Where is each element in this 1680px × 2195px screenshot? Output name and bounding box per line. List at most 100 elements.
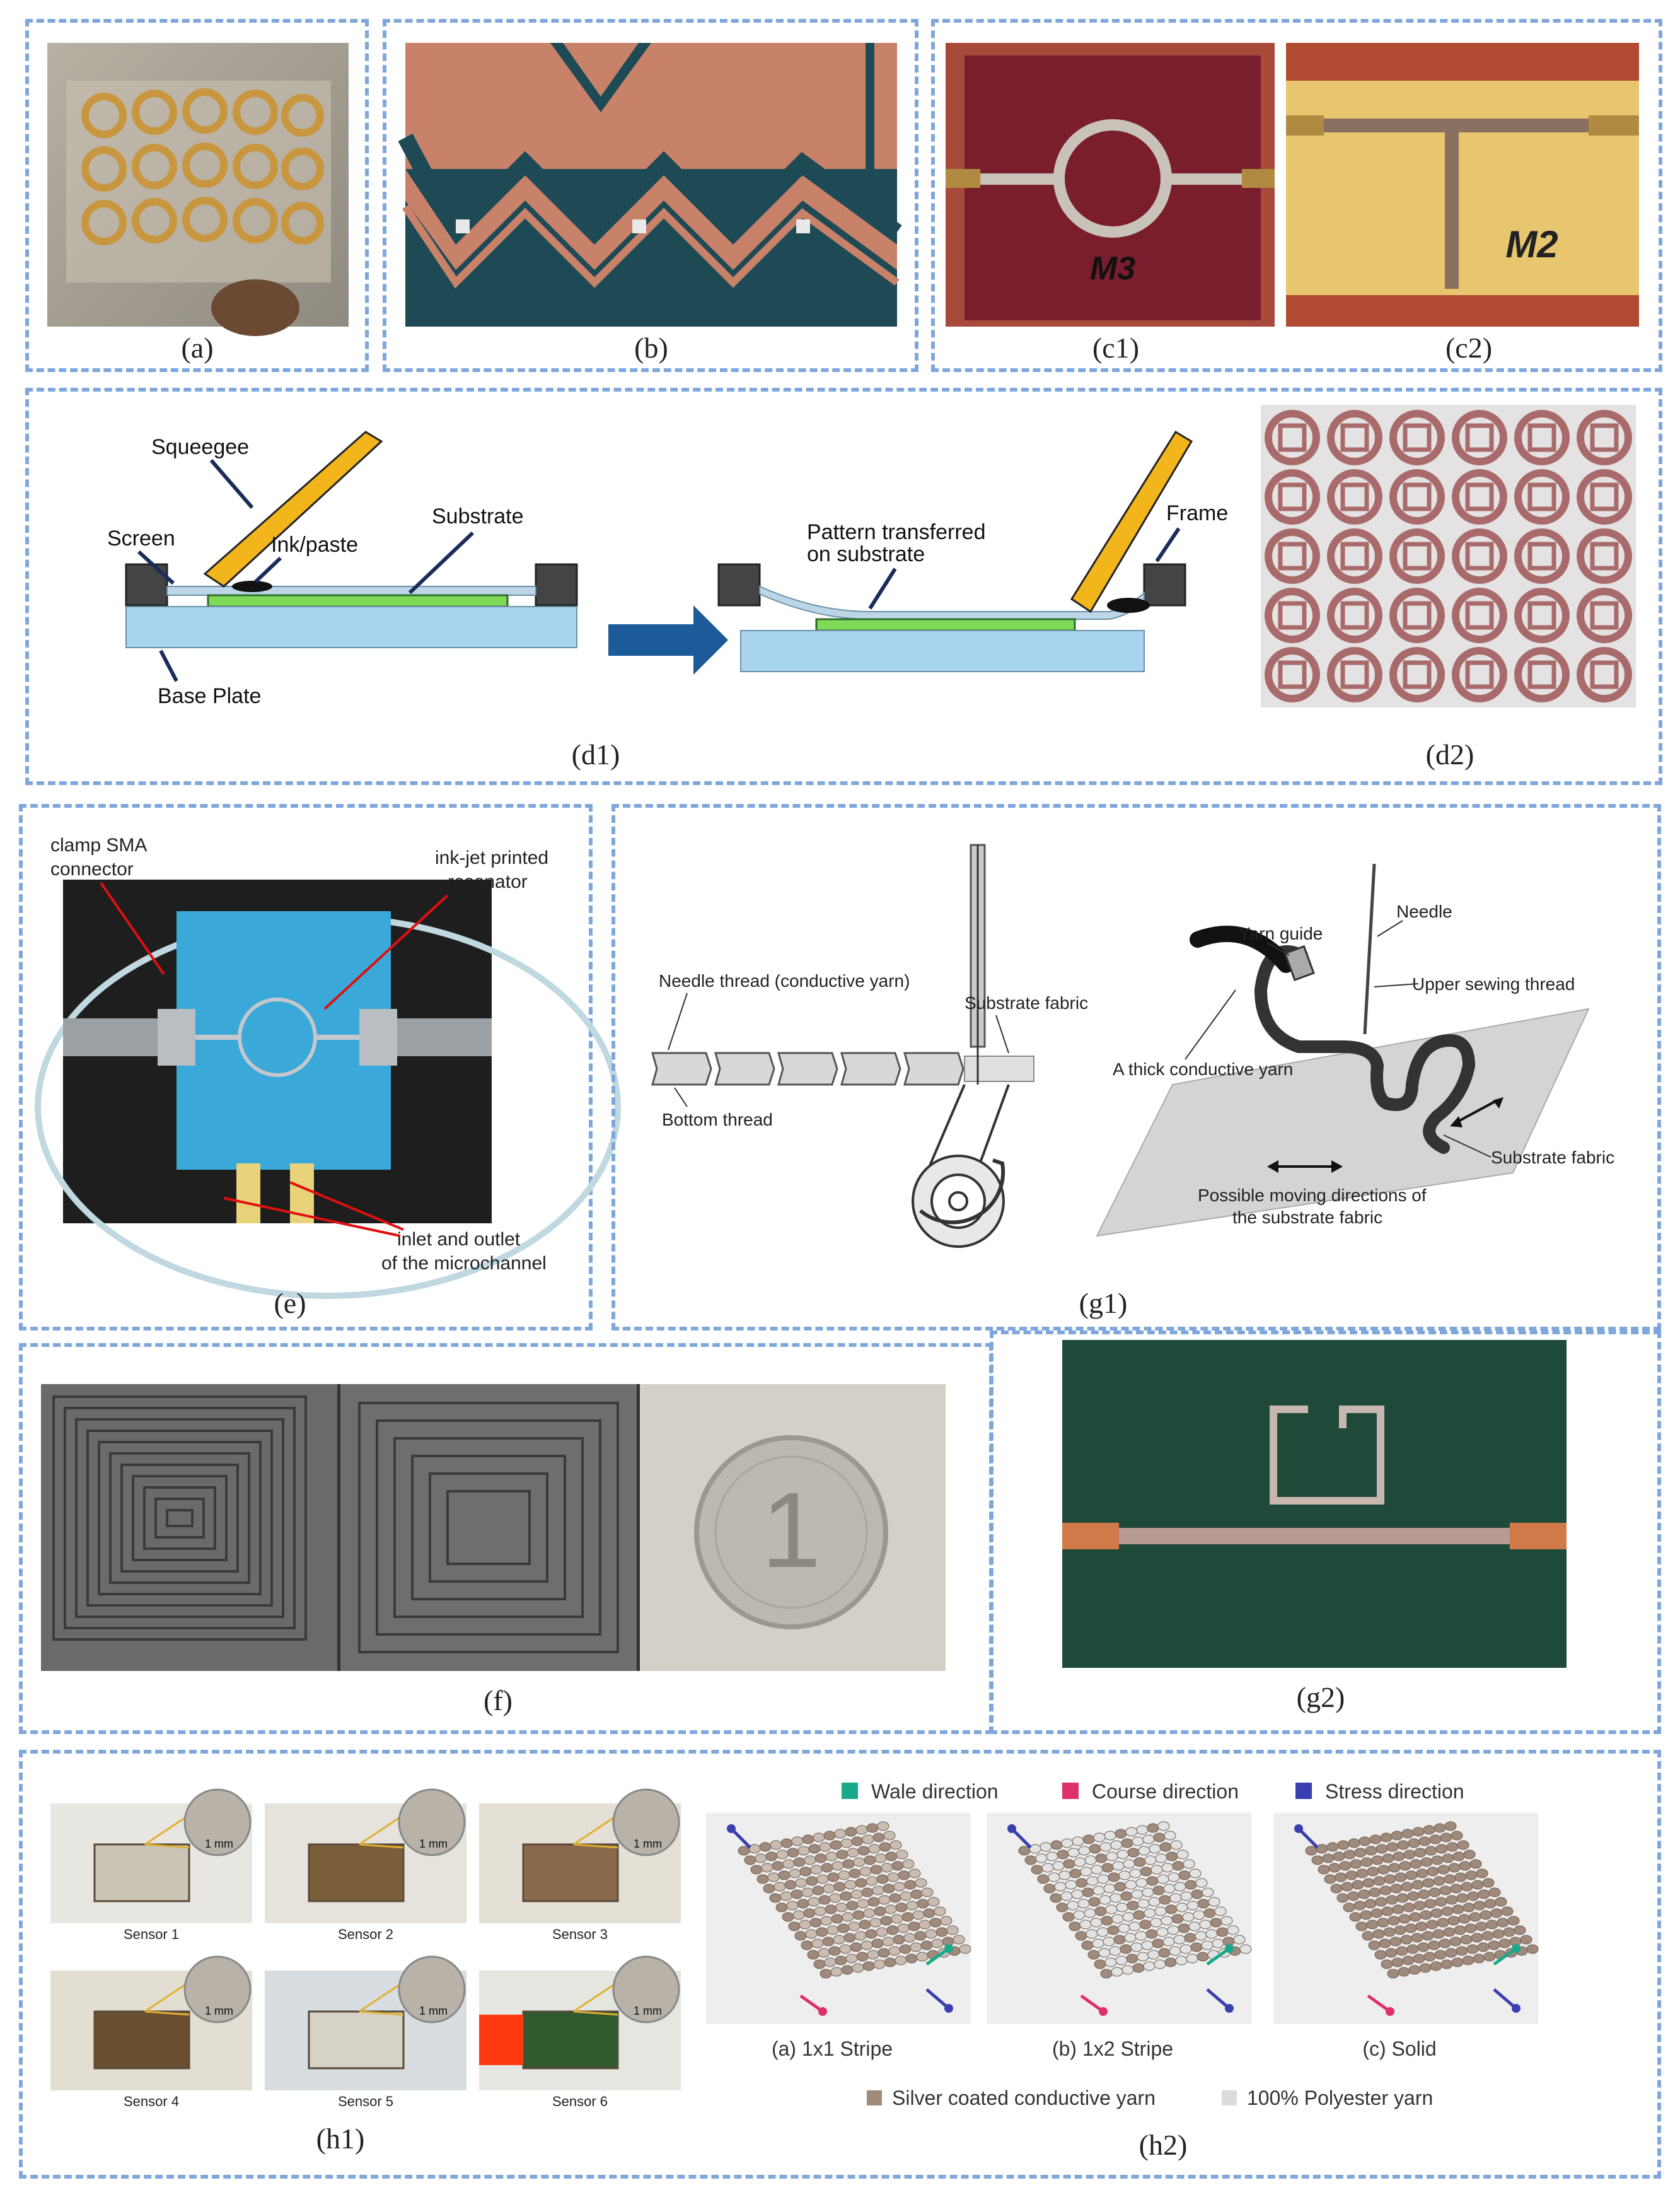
label-screen: Screen: [107, 527, 175, 550]
sensor-label: Sensor 6: [552, 2093, 608, 2109]
printed-square: [1278, 482, 1307, 511]
label-upper-sewing-thread: Upper sewing thread: [1412, 974, 1575, 994]
sensor-patch: [93, 2010, 190, 2070]
printed-square: [1340, 482, 1369, 511]
printed-ring: [1577, 588, 1632, 643]
photo-c1-ring-resonator: M3: [946, 43, 1275, 327]
label-needle: Needle: [1396, 902, 1452, 921]
printed-ring: [1577, 410, 1632, 465]
magnified-inset: [612, 1788, 680, 1856]
printed-square: [1527, 542, 1556, 571]
panel-h: [19, 1750, 1661, 2179]
panel-d: [25, 388, 1662, 785]
sensor-label: Sensor 2: [338, 1926, 393, 1942]
printed-ring: [1389, 469, 1445, 525]
label-inlet-line2: of the microchannel: [381, 1253, 547, 1274]
caption-f: (f): [484, 1684, 513, 1716]
printed-square: [1590, 542, 1619, 571]
coin-numeral: 1: [762, 1470, 821, 1590]
spiral-turn: [64, 1407, 296, 1629]
printed-ring: [1327, 410, 1382, 465]
panel-b: [383, 19, 918, 372]
spiral-turn: [358, 1402, 619, 1653]
label-inlet-line1: inlet and outlet: [397, 1229, 521, 1250]
printed-ring: [1514, 588, 1570, 643]
caption-c1: (c1): [1092, 332, 1140, 364]
panel-a: [25, 19, 369, 372]
photo-d2-printed-array: [1261, 405, 1636, 707]
printed-ring: [1389, 588, 1445, 643]
printed-ring: [1265, 410, 1320, 465]
sensor-label: Sensor 5: [338, 2093, 393, 2109]
spiral-turn: [109, 1452, 250, 1584]
magnified-inset: [183, 1955, 252, 2023]
diagram-g1-embroidery: Needle thread (conductive yarn) Substrat…: [651, 844, 1614, 1248]
caption-g1: (g1): [1079, 1287, 1128, 1319]
scale-label: 1 mm: [419, 2005, 448, 2017]
printed-ring: [1265, 647, 1320, 702]
label-substrate-fabric-2: Substrate fabric: [1491, 1148, 1614, 1167]
panel-e: [19, 804, 593, 1330]
label-m3: M3: [1090, 250, 1135, 287]
spiral-turn: [86, 1429, 273, 1607]
printed-square: [1403, 601, 1432, 630]
printed-ring: [1452, 528, 1507, 584]
printed-ring: [1514, 410, 1570, 465]
photo-b-zigzag-antenna: [398, 43, 902, 327]
h2-legend-bottom: Silver coated conductive yarn 100% Polye…: [867, 2087, 1433, 2109]
label-substrate: Substrate: [432, 504, 524, 528]
magnified-inset: [398, 1788, 466, 1856]
spiral-turn: [411, 1455, 566, 1600]
photo-c2-t-stub: M2: [1286, 43, 1639, 327]
label-bottom-thread: Bottom thread: [662, 1110, 773, 1129]
spiral-turn: [166, 1509, 194, 1527]
photo-e-inkjet-resonator: [35, 880, 621, 1299]
printed-square: [1465, 660, 1494, 689]
panel-g2: [990, 1330, 1661, 1734]
scale-label: 1 mm: [419, 1837, 448, 1850]
printed-square: [1590, 423, 1619, 452]
printed-square: [1340, 542, 1369, 571]
magnified-inset: [183, 1788, 252, 1856]
printed-square: [1465, 601, 1494, 630]
caption-h1: (h1): [316, 2122, 365, 2155]
subcaption-solid: (c) Solid: [1362, 2037, 1436, 2060]
h2-legend-top: Wale direction Course direction Stress d…: [842, 1780, 1464, 1803]
label-clamp-sma-line1: clamp SMA: [50, 835, 147, 856]
label-pattern-line2: on substrate: [807, 542, 925, 566]
printed-square: [1340, 423, 1369, 452]
scale-label: 1 mm: [205, 1837, 233, 1850]
sensor-patch: [308, 1843, 405, 1902]
diagram-d1-screen-printing: Squeegee Screen Ink/paste Substrate Base…: [107, 430, 1228, 708]
label-ink-paste: Ink/paste: [271, 533, 358, 557]
sensor-patch: [93, 1843, 190, 1902]
caption-b: (b): [634, 332, 668, 364]
printed-square: [1278, 423, 1307, 452]
printed-ring: [1327, 469, 1382, 525]
sensor-label: Sensor 1: [124, 1926, 179, 1942]
printed-ring: [1514, 528, 1570, 584]
spiral-turn: [376, 1419, 601, 1636]
printed-ring: [1265, 588, 1320, 643]
panel-g1: [611, 804, 1661, 1330]
printed-square: [1527, 423, 1556, 452]
label-yarn-guide: Yarn guide: [1239, 924, 1323, 943]
caption-c2: (c2): [1445, 332, 1493, 364]
label-substrate-fabric: Substrate fabric: [965, 993, 1088, 1013]
label-inkjet-line2: resonator: [448, 871, 528, 892]
printed-ring: [1265, 469, 1320, 525]
photo-a-flexible-rings: [47, 43, 349, 336]
spiral-turn: [98, 1441, 262, 1595]
caption-e: (e): [274, 1287, 306, 1319]
spiral-turn: [120, 1464, 239, 1573]
sensor-patch: [522, 1843, 619, 1902]
printed-square: [1403, 542, 1432, 571]
printed-ring: [1327, 588, 1382, 643]
caption-a: (a): [181, 332, 214, 364]
label-moving-line1: Possible moving directions of: [1198, 1185, 1427, 1205]
spiral-turn: [143, 1486, 216, 1550]
photo-g2-embroidered-resonator: [1062, 1340, 1567, 1668]
caption-d2: (d2): [1425, 738, 1474, 771]
legend-polyester-yarn: 100% Polyester yarn: [1247, 2087, 1433, 2109]
